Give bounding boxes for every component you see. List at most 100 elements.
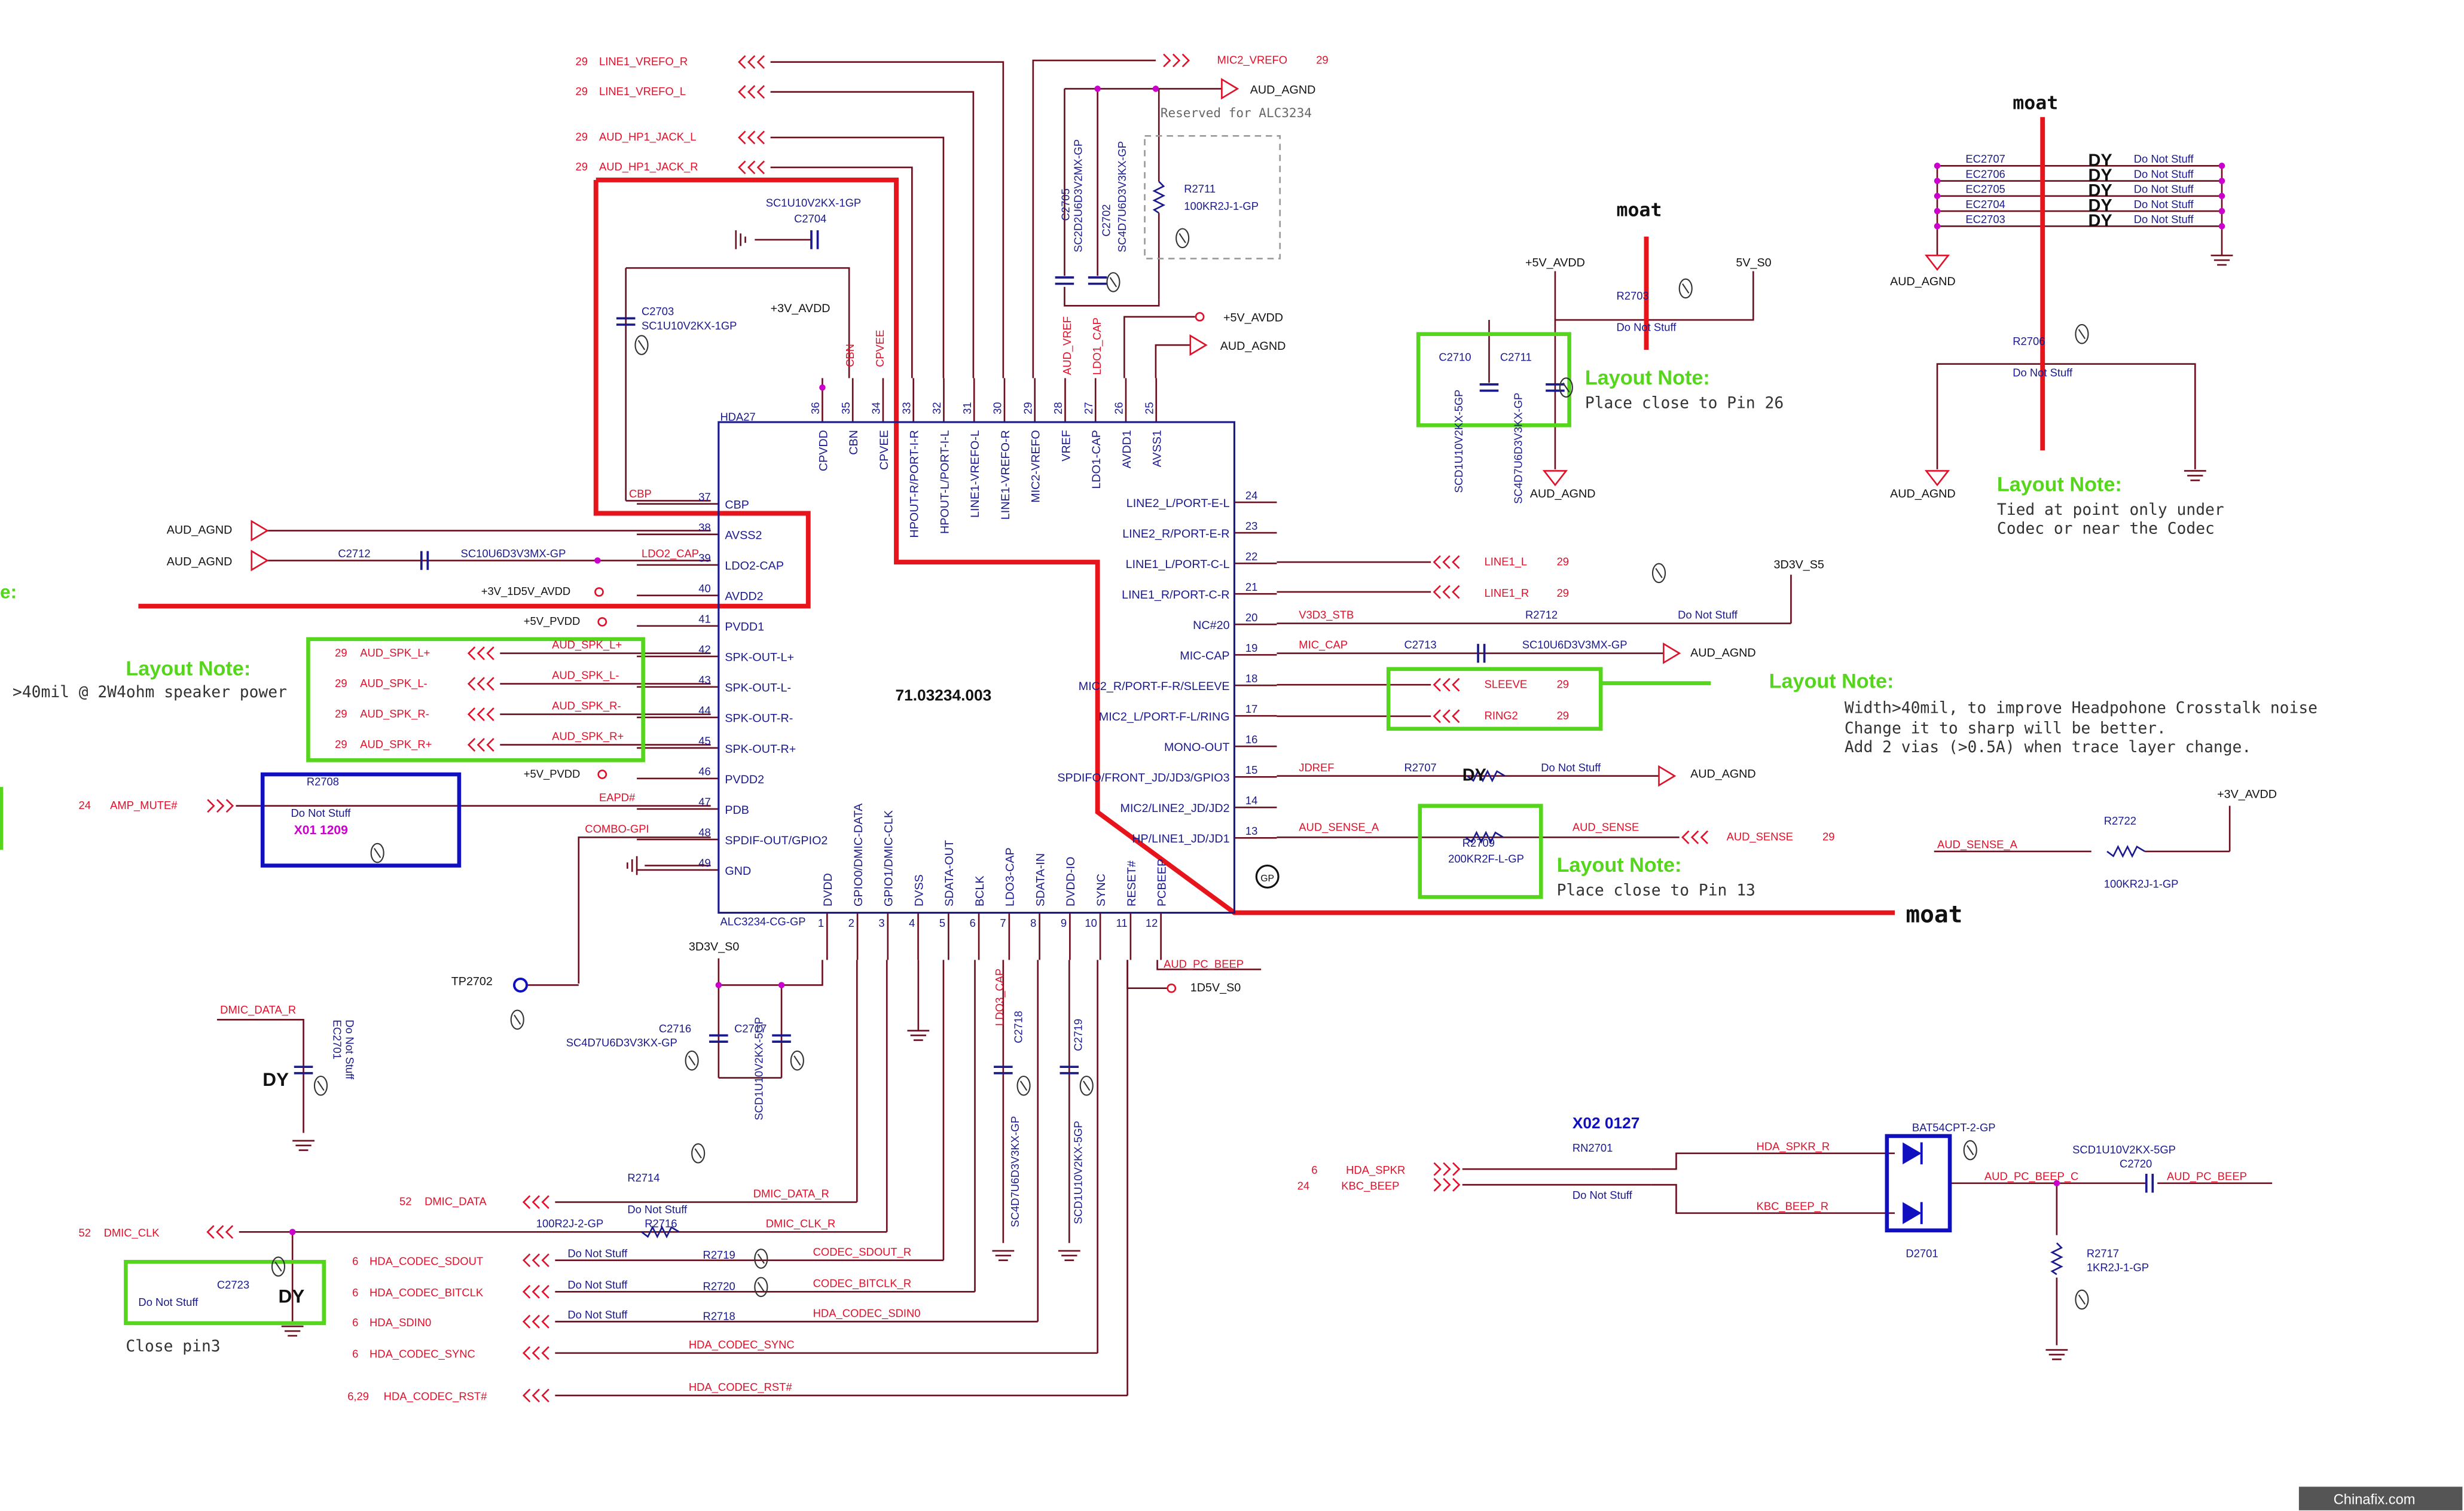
net-label: 29 bbox=[335, 677, 347, 689]
port-chevrons bbox=[522, 1253, 549, 1268]
net-label: Place close to Pin 26 bbox=[1585, 394, 1784, 412]
junction-dot bbox=[819, 384, 826, 391]
junction-dot bbox=[594, 557, 601, 564]
capacitor-ec2701-icon bbox=[294, 1066, 313, 1075]
pin-name: LDO1-CAP bbox=[1090, 430, 1103, 489]
net-label: moat bbox=[1617, 199, 1662, 221]
net-label: R2703 bbox=[1617, 289, 1649, 302]
agnd-arrow-icon bbox=[1189, 334, 1208, 356]
junction-dot bbox=[1934, 163, 1941, 169]
net-label: Width>40mil, to improve Headpohone Cross… bbox=[1845, 699, 2318, 717]
chevron bbox=[1433, 709, 1441, 724]
pin-number: 15 bbox=[1245, 764, 1257, 776]
pin-number: 28 bbox=[1052, 402, 1064, 414]
chevron bbox=[467, 707, 476, 722]
chevron bbox=[541, 1195, 549, 1209]
chevron bbox=[541, 1284, 549, 1299]
net-label: Place close to Pin 13 bbox=[1557, 882, 1755, 900]
net-label: Do Not Stuff bbox=[2134, 152, 2194, 165]
chevron bbox=[532, 1195, 540, 1209]
rohs-mark bbox=[688, 1055, 696, 1066]
pin-number: 12 bbox=[1146, 917, 1158, 929]
net-label: AUD_AGND bbox=[1690, 767, 1756, 780]
port-chevrons bbox=[738, 85, 765, 99]
port-chevrons bbox=[467, 677, 494, 691]
pin-number: 23 bbox=[1245, 520, 1257, 532]
net-label: EAPD# bbox=[599, 791, 636, 804]
chevron bbox=[1433, 677, 1441, 692]
pin-number: 47 bbox=[698, 796, 710, 808]
net-label: EC2701 bbox=[331, 1019, 344, 1059]
rohs-mark bbox=[694, 1148, 702, 1159]
gp-logo-icon bbox=[1255, 865, 1280, 889]
chevron bbox=[477, 707, 485, 722]
capacitor-c2710-icon bbox=[1479, 383, 1499, 392]
net-label: AUD_SPK_L+ bbox=[552, 639, 622, 652]
pin-name: LDO2-CAP bbox=[725, 560, 784, 573]
net-label: Do Not Stuff bbox=[2134, 167, 2194, 180]
net-label: AUD_SENSE_A bbox=[1299, 821, 1379, 834]
pin-name: GPIO1/DMIC-CLK bbox=[883, 810, 896, 906]
pin-name: NC#20 bbox=[1193, 619, 1229, 632]
net-label: +3V_AVDD bbox=[2217, 788, 2277, 801]
chevron bbox=[216, 1225, 224, 1239]
net-label: HDA_SPKR_R bbox=[1757, 1140, 1830, 1153]
capacitor-c2702-icon bbox=[1088, 276, 1107, 285]
chevron bbox=[486, 677, 494, 691]
ground-icon bbox=[2210, 254, 2233, 266]
net-label: C2705 bbox=[1059, 188, 1071, 221]
net-label: Layout Note: bbox=[1585, 367, 1710, 389]
net-label: AUD_SPK_R- bbox=[552, 700, 621, 713]
net-label: LINE1_L bbox=[1485, 555, 1528, 568]
resistor-r2717-icon bbox=[2050, 1242, 2063, 1275]
net-label: R2718 bbox=[703, 1310, 735, 1323]
rohs-mark bbox=[1682, 283, 1690, 294]
wire bbox=[1651, 1152, 1895, 1170]
net-label: DMIC_DATA_R bbox=[220, 1003, 296, 1017]
port-chevrons bbox=[522, 1346, 549, 1360]
net-label: AUD_SPK_L+ bbox=[360, 646, 430, 660]
capacitor-c2704-icon bbox=[810, 230, 819, 249]
chevron bbox=[738, 130, 746, 145]
port-chevrons bbox=[522, 1284, 549, 1299]
chevron bbox=[486, 707, 494, 722]
net-label: R2709 bbox=[1462, 837, 1495, 849]
pin-number: 36 bbox=[809, 402, 822, 414]
pin-number: 9 bbox=[1061, 917, 1067, 929]
net-label: 52 bbox=[399, 1195, 411, 1208]
pin-number: 31 bbox=[961, 402, 973, 414]
pin-name: RESET# bbox=[1125, 860, 1138, 906]
pin-name: LDO3-CAP bbox=[1004, 847, 1017, 906]
pin-name: AVDD2 bbox=[725, 590, 763, 603]
net-label: 200KR2F-L-GP bbox=[1448, 852, 1524, 865]
chevron bbox=[747, 160, 756, 175]
capacitor-c2711-icon bbox=[1546, 383, 1565, 392]
net-label: 24 bbox=[1297, 1179, 1309, 1192]
net-label: Do Not Stuff bbox=[2134, 198, 2194, 210]
net-label: R2712 bbox=[1525, 609, 1558, 621]
wire bbox=[717, 958, 823, 986]
chevron bbox=[541, 1253, 549, 1268]
net-label: Do Not Stuff bbox=[567, 1247, 628, 1259]
pin-number: 27 bbox=[1082, 402, 1095, 414]
net-label: +5V_AVDD bbox=[1525, 257, 1585, 270]
reserved-box bbox=[1144, 135, 1281, 260]
pin-name: DVDD-IO bbox=[1064, 857, 1077, 906]
net-label: 6,29 bbox=[347, 1390, 369, 1403]
net-label: SCD1U10V2KX-5GP bbox=[1452, 390, 1465, 493]
net-label: RING2 bbox=[1485, 709, 1518, 722]
net-label: SLEEVE bbox=[1485, 677, 1528, 690]
rohs-icon bbox=[370, 843, 384, 863]
rohs-mark bbox=[514, 1014, 521, 1025]
page-ref: 29 bbox=[576, 130, 588, 143]
rohs-mark bbox=[2078, 329, 2086, 340]
net-label: SCD1U10V2KX-5GP bbox=[1071, 1121, 1084, 1224]
wire bbox=[1123, 316, 1195, 378]
net-label: Do Not Stuff bbox=[1573, 1189, 1633, 1201]
net-label: Do Not Stuff bbox=[567, 1308, 628, 1321]
chevron bbox=[532, 1284, 540, 1299]
chevron bbox=[532, 1314, 540, 1329]
resistor-r2716-icon bbox=[641, 1225, 680, 1239]
net-label: R2711 bbox=[1184, 182, 1216, 195]
net-label: DY bbox=[2088, 196, 2112, 215]
